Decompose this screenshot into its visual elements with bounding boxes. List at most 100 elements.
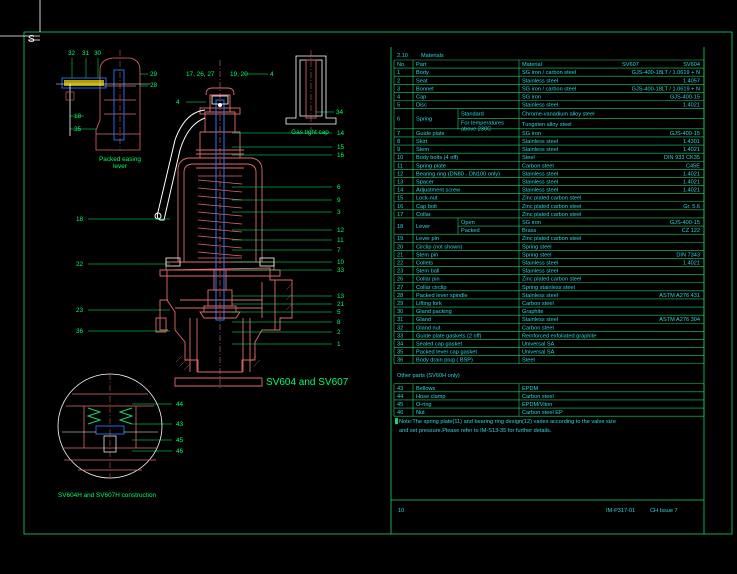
row-part: Spring	[416, 117, 432, 123]
row-material: Graphite	[522, 309, 543, 315]
callout-18: 18	[74, 113, 82, 120]
row-spec: 1.4301	[683, 139, 700, 145]
stem	[211, 60, 229, 390]
row-no: 29	[397, 301, 403, 307]
row-part: Sealed cap gasket	[416, 342, 462, 348]
row-no: 21	[397, 252, 403, 258]
row-sub: Standard	[461, 112, 484, 118]
callout-top-2: 4	[270, 71, 274, 78]
note-line-2: and set pressure.Please refer to IM-S13-…	[399, 428, 552, 434]
callout-9: 9	[337, 197, 341, 204]
lever-caption-2: lever	[113, 163, 128, 170]
row-no: 9	[397, 147, 400, 153]
callout-14: 14	[337, 130, 345, 137]
row-no: 3	[397, 86, 400, 92]
footer-doc: IM-P317-01	[606, 508, 635, 514]
row-spec: GJS-400-18LT / 1.0619 + N	[632, 86, 700, 92]
callout-detail-45: 45	[176, 437, 184, 444]
gas-cap-caption: Gas tight cap	[291, 129, 329, 136]
row-sub: above 230C	[461, 127, 491, 133]
row-part: Lever pin	[416, 236, 439, 242]
row-material: Zinc plated carbon steel	[522, 236, 581, 242]
row-no: 32	[397, 325, 403, 331]
row-part: Packed lever spindle	[416, 293, 468, 299]
row-material: Steel	[522, 358, 535, 364]
packed-lever-detail	[56, 50, 150, 151]
callout-left-36: 36	[76, 328, 84, 335]
row-no: 2	[397, 78, 400, 84]
row-spec: 1.4021	[683, 171, 700, 177]
callout-left-23: 23	[76, 307, 84, 314]
row-part: Bonnet	[416, 86, 434, 92]
row-no: 19	[397, 236, 403, 242]
row-part: Bellows	[416, 386, 435, 392]
row-part: Spring plate	[416, 163, 446, 169]
row-material: SG iron	[522, 220, 541, 226]
row-material: Carbon steel	[522, 163, 554, 169]
row-no: 8	[397, 139, 400, 145]
row-spec: 1.4057	[683, 78, 700, 84]
row-part: Body drain plug ( BSP)	[416, 358, 473, 364]
row-spec: 1.4021	[683, 261, 700, 267]
note-line-1: Note:The spring plate(11) and bearing ri…	[399, 419, 616, 425]
gas-tight-cap-detail	[285, 50, 337, 130]
row-no: 34	[397, 342, 403, 348]
row-material: Universal SA	[522, 342, 555, 348]
row-no: 14	[397, 188, 403, 194]
row-part: Bearing ring (DN80 - DN100 only)	[416, 171, 500, 177]
row-part: Body bolts (4 off)	[416, 155, 458, 161]
row-material: Steel	[522, 155, 535, 161]
callout-12: 12	[337, 227, 345, 234]
callout-35: 35	[74, 126, 82, 133]
row-part: Stem ball	[416, 269, 439, 275]
row-part: Circlip (not shown)	[416, 244, 462, 250]
row-material: Stainless steel	[522, 180, 558, 186]
callout-top-4: 34	[336, 109, 344, 116]
row-part: Cap bolt	[416, 204, 437, 210]
row-no: 5	[397, 103, 400, 109]
row-spec: GJS-400-15	[670, 94, 700, 100]
row-part: Gland packing	[416, 309, 452, 315]
row-spec: ASTM A276 304	[659, 317, 700, 323]
row-part: Packed lever cap gasket	[416, 350, 477, 356]
row-no: 23	[397, 269, 403, 275]
row-no: 43	[397, 386, 403, 392]
row-no: 10	[397, 155, 403, 161]
row-spec: Gr. 5.6	[683, 204, 700, 210]
row-material: SG iron	[522, 94, 541, 100]
row-material: Stainless steel	[522, 147, 558, 153]
row-spec: GJS-400-15	[670, 220, 700, 226]
callout-33: 33	[337, 267, 345, 274]
row-spec: 1.4021	[683, 188, 700, 194]
callout-32: 32	[68, 50, 76, 57]
callout-top-1: 19, 20	[230, 71, 248, 78]
row-material: Zinc plated carbon steel	[522, 196, 581, 202]
row-part: Seat	[416, 78, 428, 84]
row-spec: 1.4021	[683, 180, 700, 186]
row-part: Body	[416, 70, 429, 76]
table-heading: Materials	[421, 53, 444, 59]
row-spec: ASTM A276 431	[659, 293, 700, 299]
row-part: Disc	[416, 103, 427, 109]
row-material: Stainless steel	[522, 103, 558, 109]
row-material: Carbon steel	[522, 301, 554, 307]
row-no: 45	[397, 402, 403, 408]
row-part: Lifting fork	[416, 301, 442, 307]
row-part: Collar circlip	[416, 285, 446, 291]
row-no: 44	[397, 394, 403, 400]
row-no: 15	[397, 196, 403, 202]
callout-30: 30	[94, 50, 102, 57]
row-material: Spring steel	[522, 252, 552, 258]
row-no: 13	[397, 180, 403, 186]
row-part: Guide plate	[416, 131, 445, 137]
row-material: Reinforced exfoliated graphite	[522, 333, 596, 339]
callout-detail-44: 44	[176, 401, 184, 408]
row-material: Brass	[522, 228, 537, 234]
row-spec: GJS-400-15	[670, 131, 700, 137]
row-no: 1	[397, 70, 400, 76]
main-valve-section	[154, 60, 293, 390]
